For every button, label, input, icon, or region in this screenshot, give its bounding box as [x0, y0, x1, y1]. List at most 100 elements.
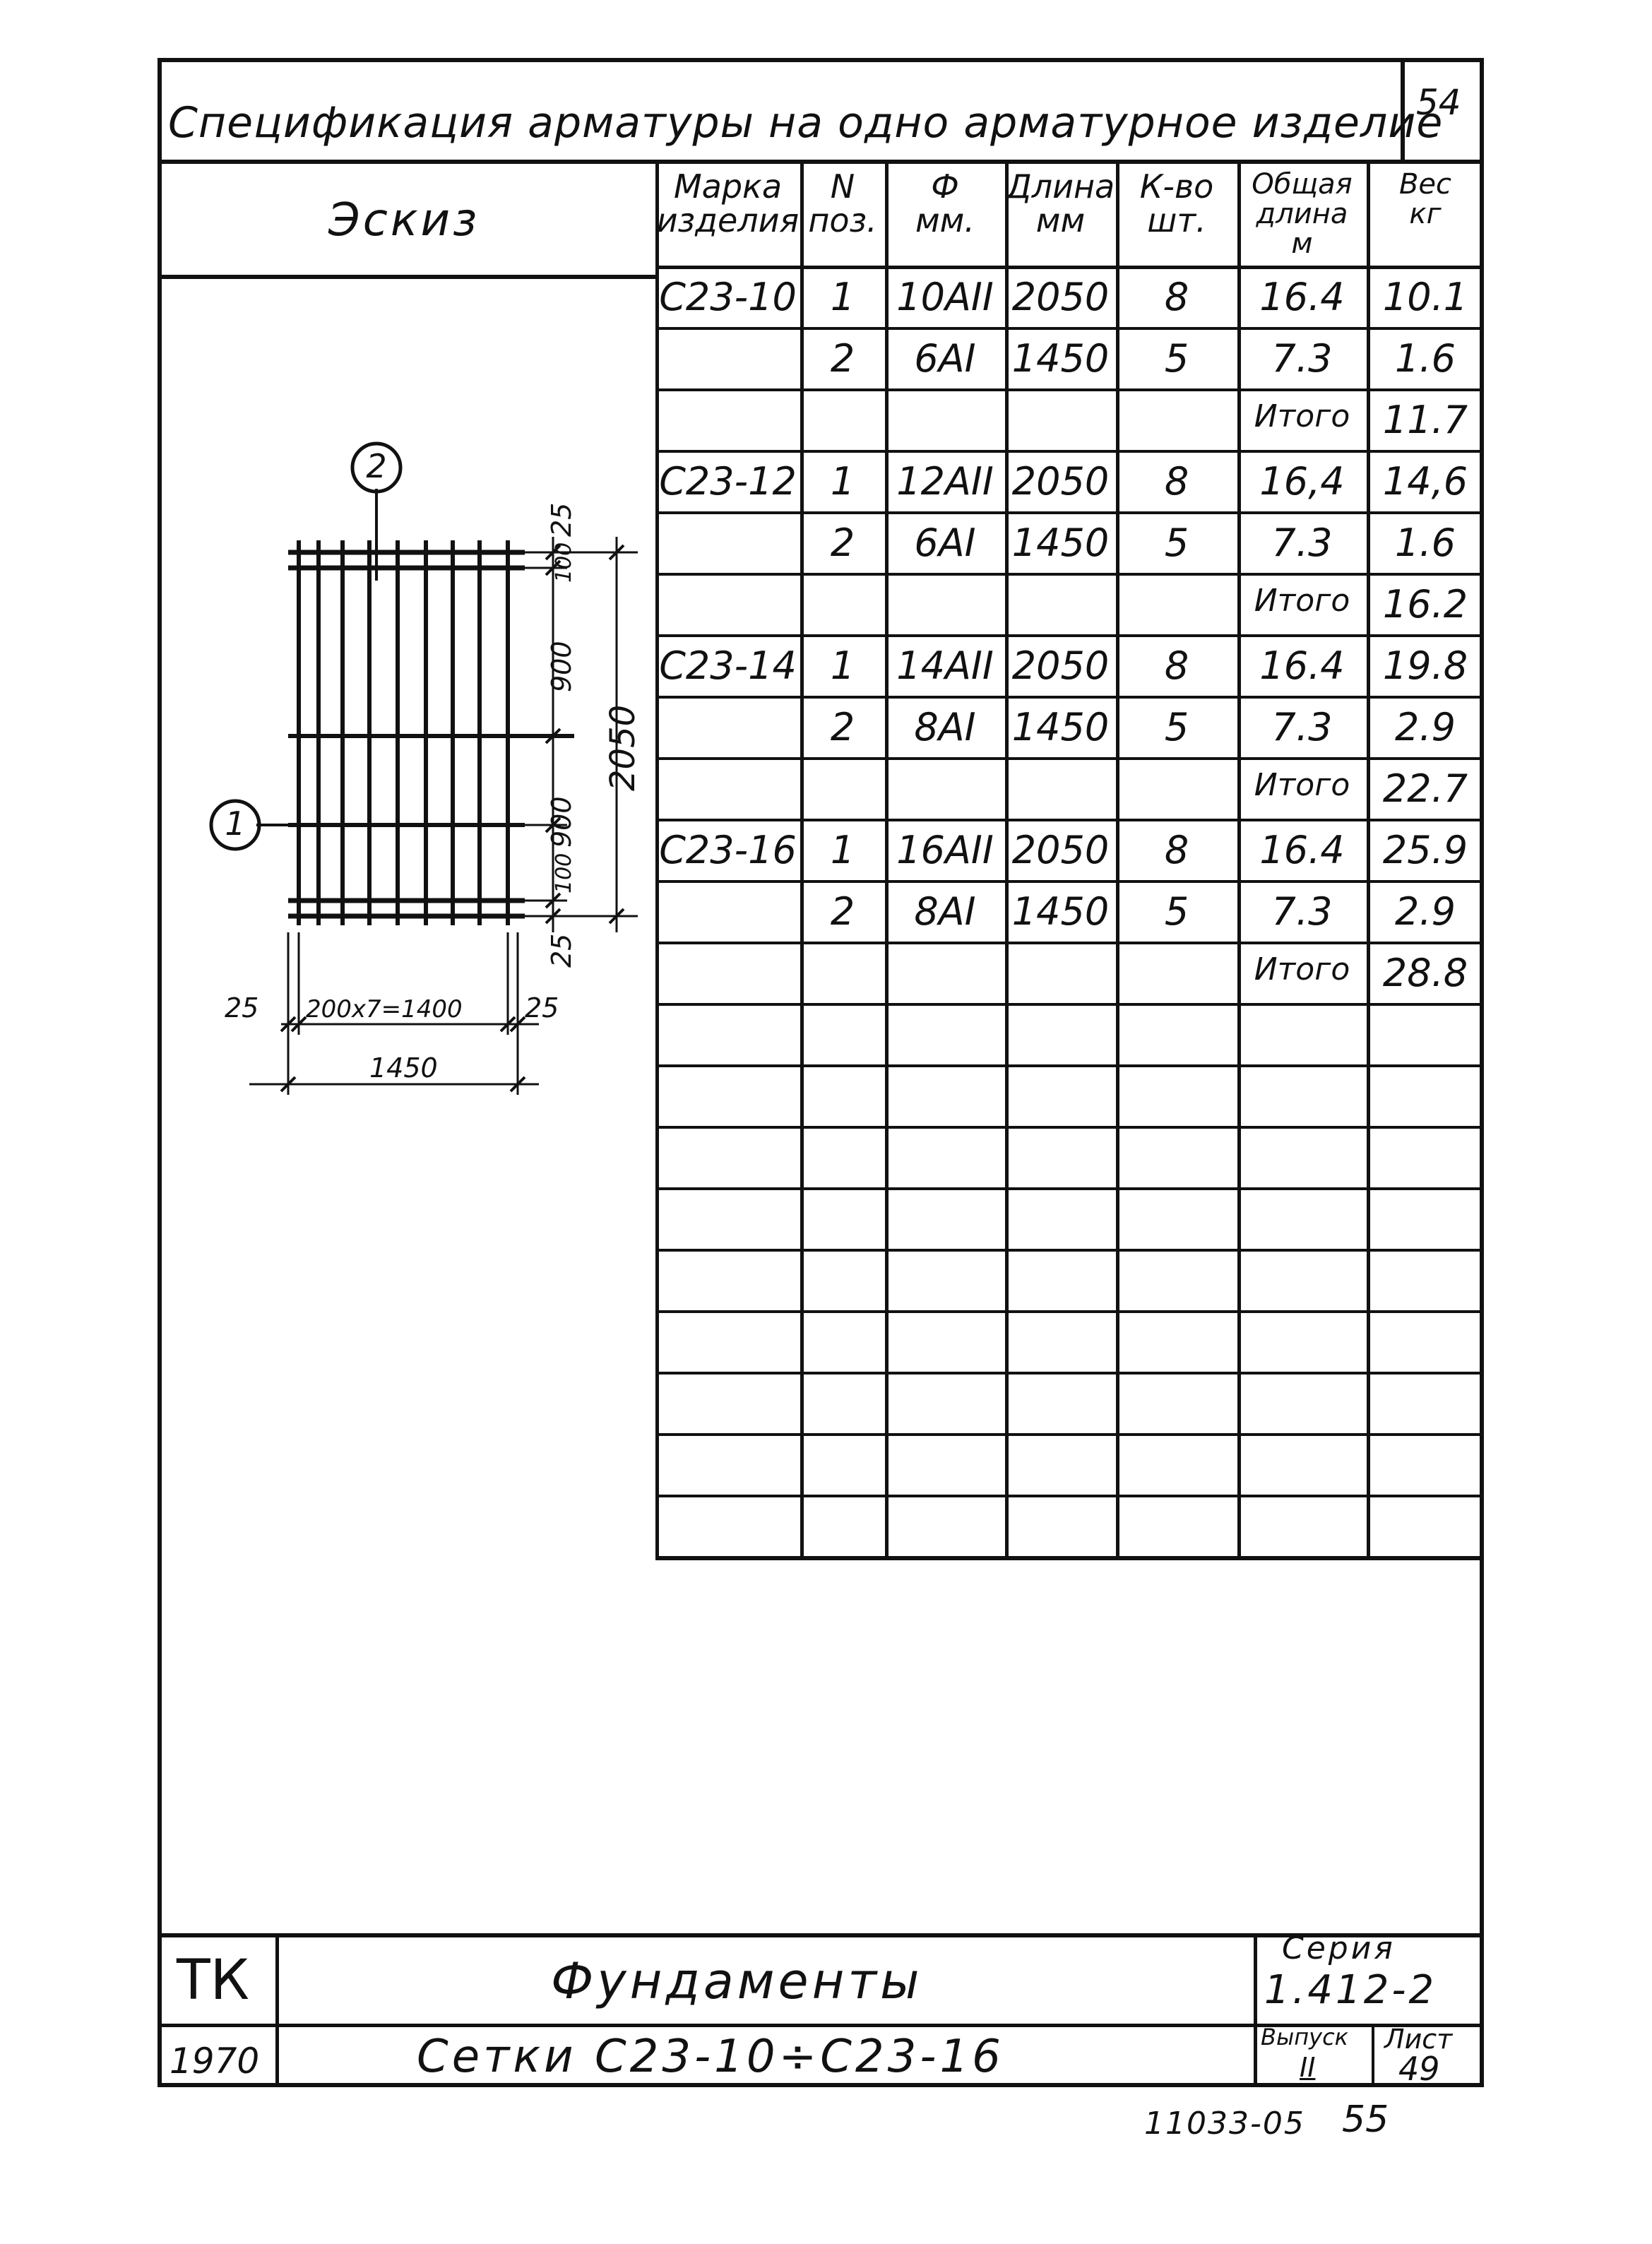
table-row-line — [655, 1064, 1484, 1067]
table-cell-weight: 25.9 — [1382, 828, 1468, 872]
table-row-line — [655, 511, 1484, 514]
table-row-line — [655, 388, 1484, 391]
column-header-line3: м — [1291, 227, 1313, 260]
table-cell-weight: 16.2 — [1382, 582, 1468, 627]
table-row-line — [655, 634, 1484, 637]
table-row-line — [655, 1556, 1484, 1560]
table-cell-pos: 1 — [830, 459, 855, 504]
table-cell-weight: 2.9 — [1395, 889, 1456, 934]
table-col-line — [1005, 164, 1009, 1556]
issue-label: Выпуск — [1261, 2024, 1348, 2050]
table-cell-total_len: 7.3 — [1271, 336, 1333, 381]
table-cell-qty: 8 — [1164, 275, 1189, 319]
series-label: Серия — [1282, 1930, 1396, 1966]
table-row-line — [655, 573, 1484, 576]
table-cell-weight: 22.7 — [1382, 766, 1468, 811]
table-cell-total_len: Итого — [1254, 951, 1350, 987]
table-cell-mark: С23-14 — [659, 643, 797, 688]
year: 1970 — [170, 2041, 260, 2082]
table-cell-length: 2050 — [1011, 643, 1110, 688]
table-cell-qty: 8 — [1164, 459, 1189, 504]
footer-number: 11033-05 — [1144, 2106, 1305, 2142]
table-cell-total_len: 7.3 — [1271, 521, 1333, 565]
table-cell-pos: 1 — [830, 643, 855, 688]
mesh-sketch: 2 1 25 100 900 900 100 25 2050 25 200x7=… — [209, 441, 643, 1095]
org-code: ТК — [177, 1949, 250, 2012]
column-header-line2: шт. — [1147, 201, 1206, 240]
table-cell-total_len: 16,4 — [1259, 459, 1345, 504]
drawing-frame — [158, 58, 1484, 2087]
table-cell-total_len: Итого — [1254, 583, 1350, 619]
table-cell-dia: 6АI — [914, 521, 976, 565]
table-cell-length: 2050 — [1011, 828, 1110, 872]
series-value: 1.412-2 — [1264, 1967, 1437, 2013]
table-cell-qty: 8 — [1164, 828, 1189, 872]
table-cell-dia: 8АI — [914, 889, 976, 934]
dim-top-100: 100 — [552, 542, 576, 583]
table-cell-dia: 12АII — [896, 459, 994, 504]
header-bottom-line-left — [158, 275, 655, 279]
table-cell-weight: 10.1 — [1382, 275, 1468, 319]
marker-1-label: 1 — [225, 805, 245, 843]
table-cell-length: 1450 — [1011, 336, 1110, 381]
dim-top-25: 25 — [546, 503, 577, 537]
titleblock-mid-line — [158, 2024, 1484, 2027]
footer-page: 55 — [1342, 2098, 1389, 2141]
column-header-line1: Марка — [673, 167, 783, 206]
table-cell-length: 1450 — [1011, 705, 1110, 749]
column-header-line2: изделия — [656, 201, 800, 240]
sheet-label: Лист — [1384, 2024, 1453, 2055]
dim-right-25: 25 — [525, 992, 559, 1023]
table-cell-pos: 2 — [830, 521, 855, 565]
table-cell-mark: С23-16 — [659, 828, 797, 872]
issue-value: II — [1300, 2052, 1316, 2083]
column-header-line1: К-во — [1139, 167, 1214, 206]
table-cell-dia: 6АI — [914, 336, 976, 381]
table-cell-pos: 2 — [830, 889, 855, 934]
table-col-line — [885, 164, 889, 1556]
table-header-line — [655, 266, 1484, 269]
column-header-line2: кг — [1409, 198, 1442, 230]
table-row-line — [655, 880, 1484, 883]
table-cell-weight: 28.8 — [1382, 951, 1468, 995]
table-row-line — [655, 1433, 1484, 1436]
title-corner-divider — [1401, 58, 1405, 164]
table-cell-dia: 8АI — [914, 705, 976, 749]
subject: Фундаменты — [551, 1952, 923, 2010]
table-cell-mark: С23-12 — [659, 459, 797, 504]
table-cell-weight: 11.7 — [1382, 398, 1468, 442]
table-cell-dia: 14АII — [896, 643, 994, 688]
column-header-line1: Длина — [1006, 167, 1115, 206]
table-row-line — [655, 1003, 1484, 1006]
table-row-line — [655, 450, 1484, 453]
dim-900-lower: 900 — [546, 796, 577, 848]
table-cell-length: 1450 — [1011, 889, 1110, 934]
table-cell-pos: 1 — [830, 828, 855, 872]
drawing-title: Сетки С23-10÷С23-16 — [417, 2031, 1004, 2083]
titleblock-right-divider — [1254, 1933, 1257, 2087]
table-cell-weight: 2.9 — [1395, 705, 1456, 749]
dim-total-height: 2050 — [603, 705, 643, 791]
title-underline — [158, 160, 1484, 164]
table-row-line — [655, 819, 1484, 821]
table-row-line — [655, 1310, 1484, 1313]
table-cell-weight: 1.6 — [1395, 521, 1456, 565]
titleblock-top-line — [158, 1933, 1484, 1937]
dim-left-25: 25 — [225, 992, 259, 1023]
table-cell-total_len: Итого — [1254, 767, 1350, 803]
table-col-line — [1367, 164, 1370, 1556]
table-cell-weight: 14,6 — [1382, 459, 1468, 504]
table-row-line — [655, 1187, 1484, 1190]
column-header-line1: Общая — [1252, 168, 1353, 201]
dim-spacing: 200x7=1400 — [306, 995, 463, 1023]
table-cell-qty: 8 — [1164, 643, 1189, 688]
column-header-line2: поз. — [808, 201, 877, 240]
table-row-line — [655, 327, 1484, 330]
column-header-line1: Вес — [1398, 168, 1452, 201]
sketch-label: Эскиз — [328, 194, 480, 247]
